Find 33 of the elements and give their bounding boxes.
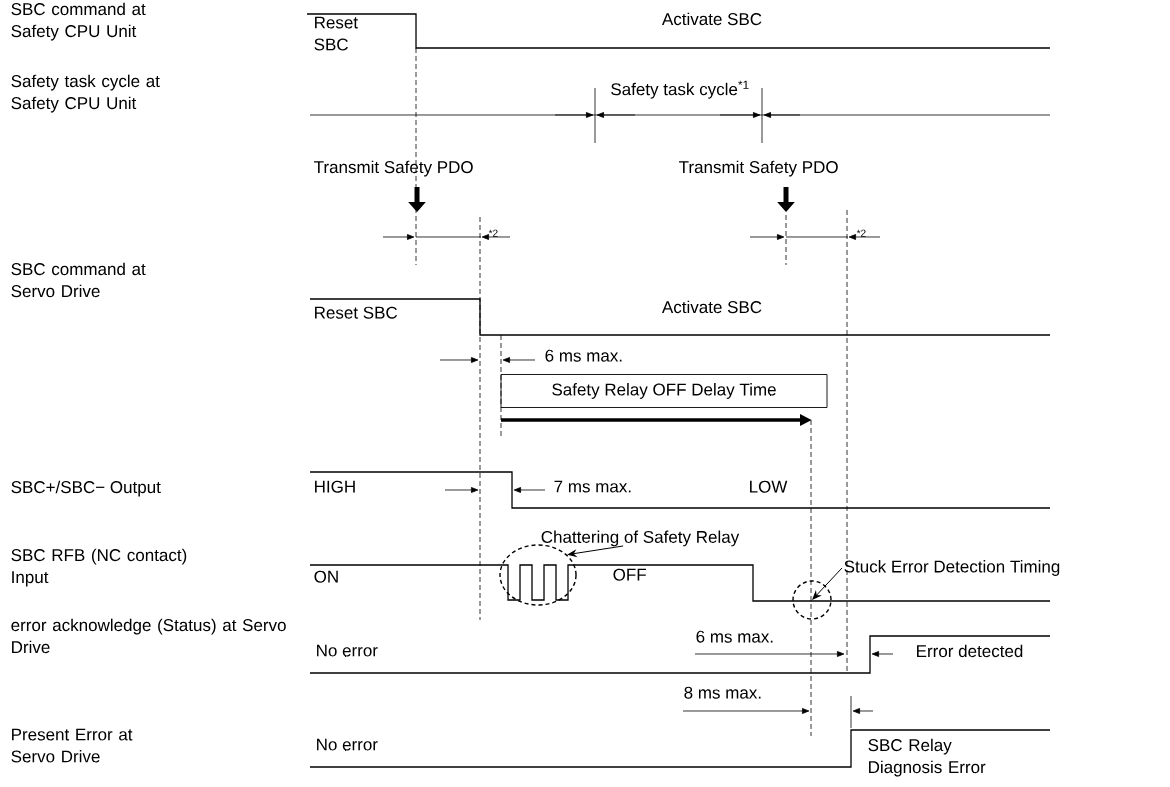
dashed-circle [792,580,832,620]
delay-time-box: Safety Relay OFF Delay Time [500,374,828,408]
label-text: Reset SBC [315,306,398,319]
footnote-mark: *2 [488,229,498,237]
label-text: LOW [750,480,788,493]
label-text: Error detected [917,644,1023,658]
label-text: OFF [613,568,646,581]
label-text: Safety task cycle$^{*1}$ [611,80,749,99]
label-text: SBC RFB (NC contact) Input [11,548,187,587]
callout-text: Stuck Error Detection Timing [844,560,1060,576]
label-text: Present Error at Servo Drive [11,728,133,763]
label-text: No error [317,644,378,657]
label-text: SBC+/SBC− Output [11,480,161,497]
label-text: 8 ms max. [684,686,761,699]
label-text: SBC command at Safety CPU Unit [11,2,146,41]
label-text: Transmit Safety PDO [679,160,838,177]
label-text: HIGH [315,480,355,493]
label-text: error acknowledge (Status) at Servo Drive [11,618,286,654]
label-text: SBC command at Servo Drive [11,262,146,298]
label-text: No error [317,738,378,751]
label-text: 6 ms max. [696,630,773,643]
label-text: Safety task cycle at Safety CPU Unit [11,74,160,113]
label-text: Activate SBC [661,300,762,314]
label-text: Transmit Safety PDO [314,160,473,177]
leader-line [567,545,624,557]
label-text: ON [314,570,338,583]
label-text: SBC Relay Diagnosis Error [868,738,986,777]
label-text: Reset SBC [314,16,358,51]
callout-text: Chattering of Safety Relay [541,530,740,547]
leader-line [812,567,843,600]
footnote-mark: *2 [856,229,866,237]
label-text: Activate SBC [661,12,762,26]
label-text: 7 ms max. [554,480,631,493]
